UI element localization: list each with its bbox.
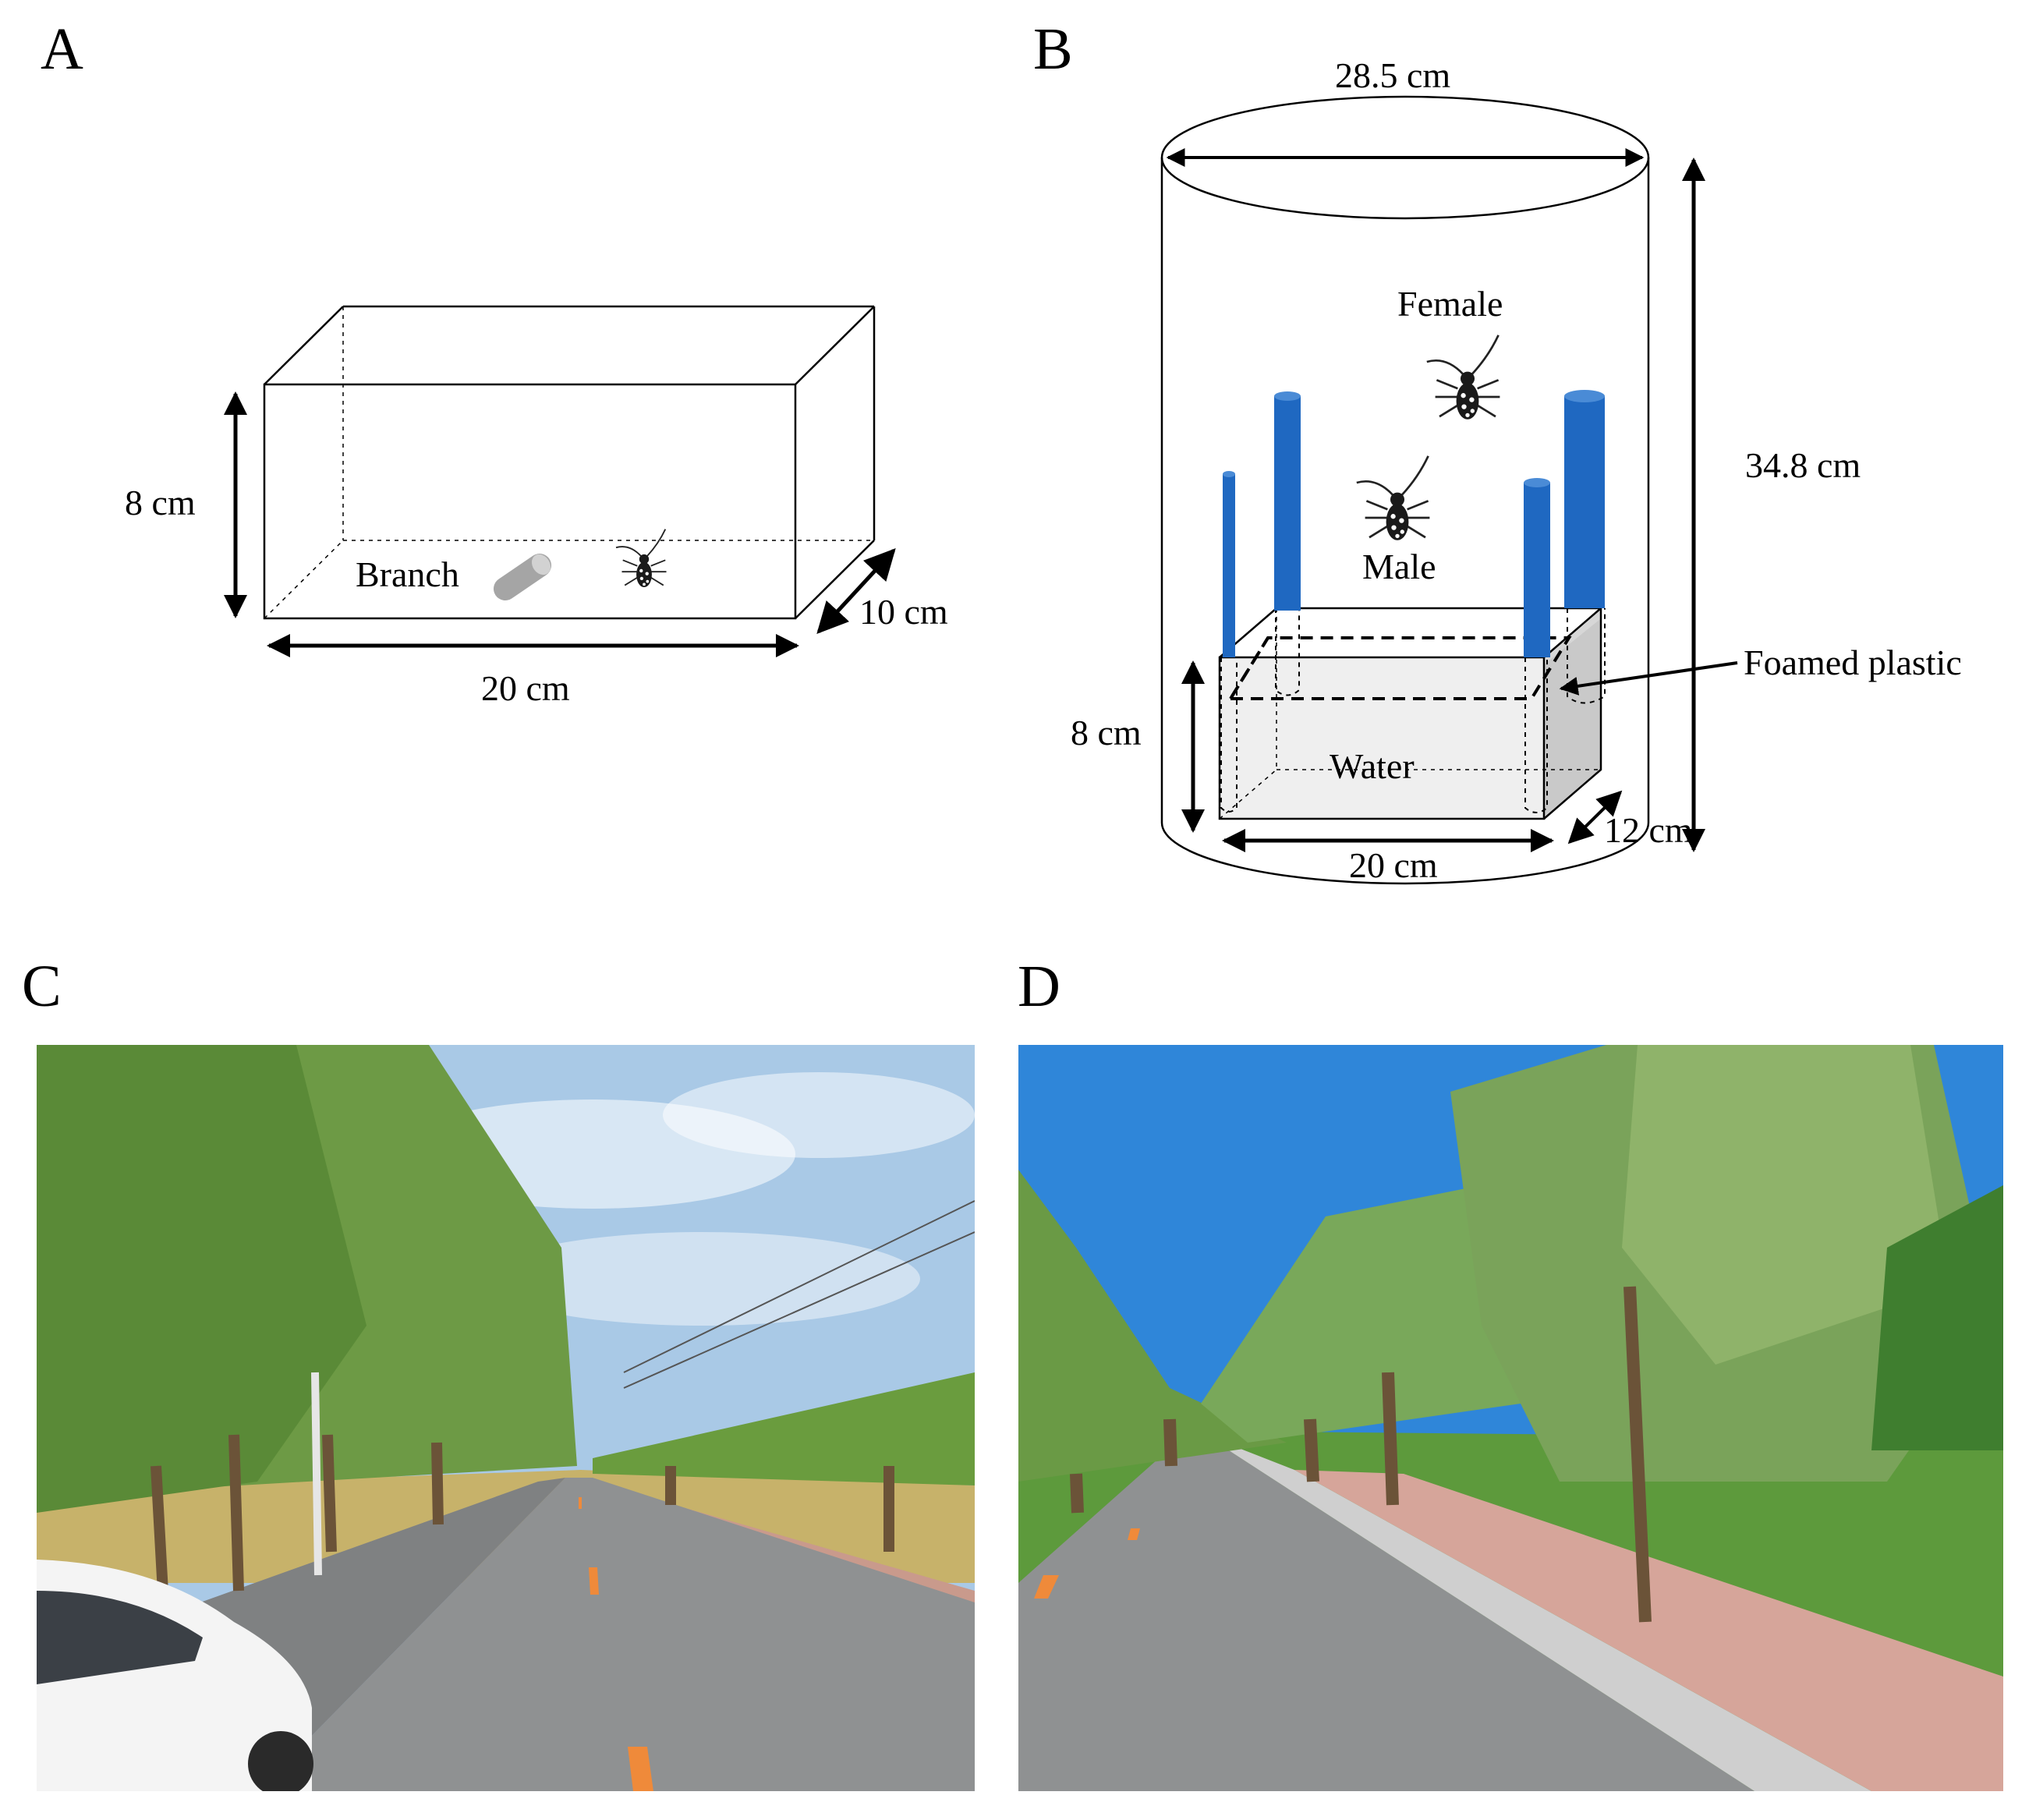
water-label: Water — [1330, 746, 1415, 786]
panel-c-label: C — [22, 954, 62, 1019]
foamed-plastic-pointer — [1559, 661, 1738, 696]
box-height-label: 8 cm — [1071, 713, 1142, 752]
panel-d: D — [1018, 954, 2003, 1791]
box-depth-arrow — [1567, 790, 1623, 844]
beetle-icon — [1425, 334, 1501, 421]
box-length-label: 20 cm — [1349, 845, 1438, 885]
beetle-icon — [1355, 455, 1431, 542]
panel-d-label: D — [1018, 954, 1060, 1019]
panel-b-label: B — [1033, 16, 1073, 82]
diameter-label: 28.5 cm — [1335, 55, 1450, 95]
cylinder-cage — [1160, 95, 1650, 885]
panel-a: A 8 cm 20 cm 10 cm Branch — [41, 16, 948, 708]
foamed-plastic-frame — [1227, 636, 1572, 700]
foamed-plastic-label: Foamed plastic — [1744, 643, 1962, 682]
panel-a-label: A — [41, 16, 83, 82]
car-icon — [37, 1560, 313, 1791]
male-label: Male — [1362, 547, 1436, 586]
box-depth-label: 12 cm — [1604, 810, 1693, 850]
panel-b: B 28.5 cm 34.8 cm — [1033, 16, 1962, 885]
panel-c: C — [22, 954, 975, 1791]
tube-holders — [1220, 608, 1606, 813]
branch-icon — [494, 554, 551, 600]
container-box — [263, 305, 876, 620]
roadside-willow-field-photo — [1018, 1045, 2003, 1791]
length-label: 20 cm — [481, 668, 570, 708]
roadside-willow-photo — [37, 1045, 975, 1791]
branch-label: Branch — [356, 554, 459, 594]
female-label: Female — [1397, 284, 1503, 324]
beetle-icon — [615, 528, 667, 588]
height-label: 8 cm — [125, 483, 196, 522]
depth-dimension-arrow — [816, 548, 896, 634]
depth-label: 10 cm — [859, 592, 948, 632]
cylinder-height-label: 34.8 cm — [1745, 445, 1861, 485]
blue-tubes — [1223, 390, 1605, 657]
